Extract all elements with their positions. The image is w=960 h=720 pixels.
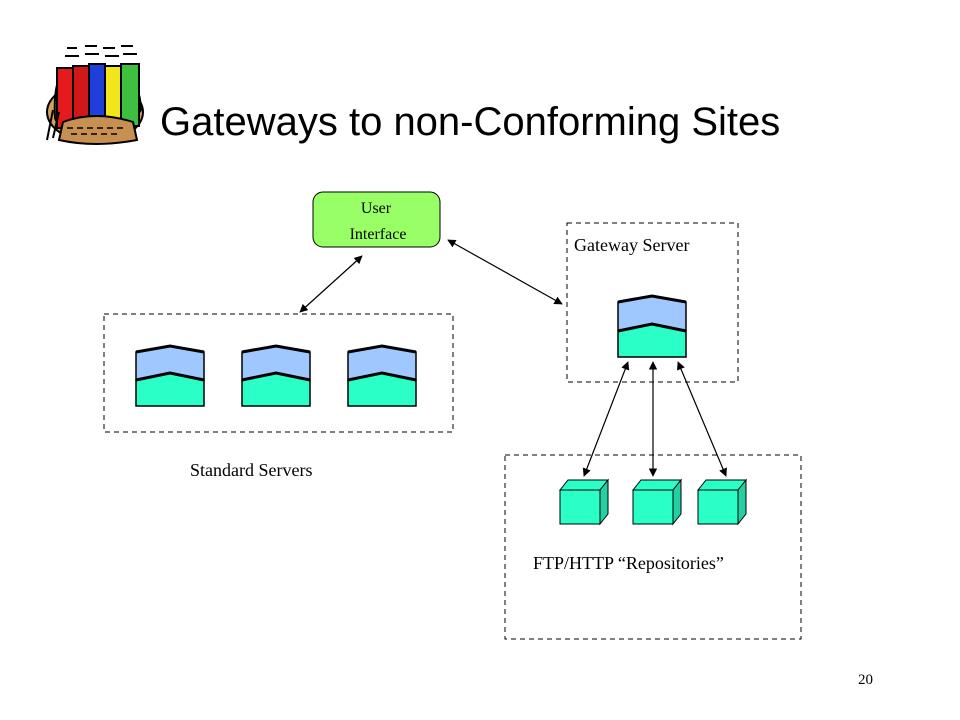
slide-title: Gateways to non-Conforming Sites <box>160 100 781 144</box>
standard-server-icon <box>241 344 311 407</box>
gateway-server-icon <box>617 294 687 358</box>
standard-servers-group <box>103 313 454 433</box>
library-logo <box>45 40 155 155</box>
standard-server-icon <box>347 344 417 407</box>
repository-cube-icon <box>696 478 748 526</box>
gateway-server-label: Gateway Server <box>574 235 689 255</box>
standard-servers-label: Standard Servers <box>190 460 312 480</box>
user-interface-label-1: User <box>361 200 392 217</box>
repository-cube-icon <box>631 478 683 526</box>
repository-cube-icon <box>558 478 610 526</box>
arrow-ui-to-standard <box>299 255 363 313</box>
repositories-label: FTP/HTTP “Repositories” <box>533 553 724 573</box>
arrow-gateway-to-repo-1 <box>582 361 630 477</box>
arrow-gateway-to-repo-3 <box>677 361 727 477</box>
arrow-ui-to-gateway <box>447 239 563 305</box>
user-interface-label-2: Interface <box>350 226 407 243</box>
user-interface-box: User Interface <box>312 191 441 248</box>
page-number: 20 <box>858 672 873 688</box>
standard-server-icon <box>135 344 205 407</box>
